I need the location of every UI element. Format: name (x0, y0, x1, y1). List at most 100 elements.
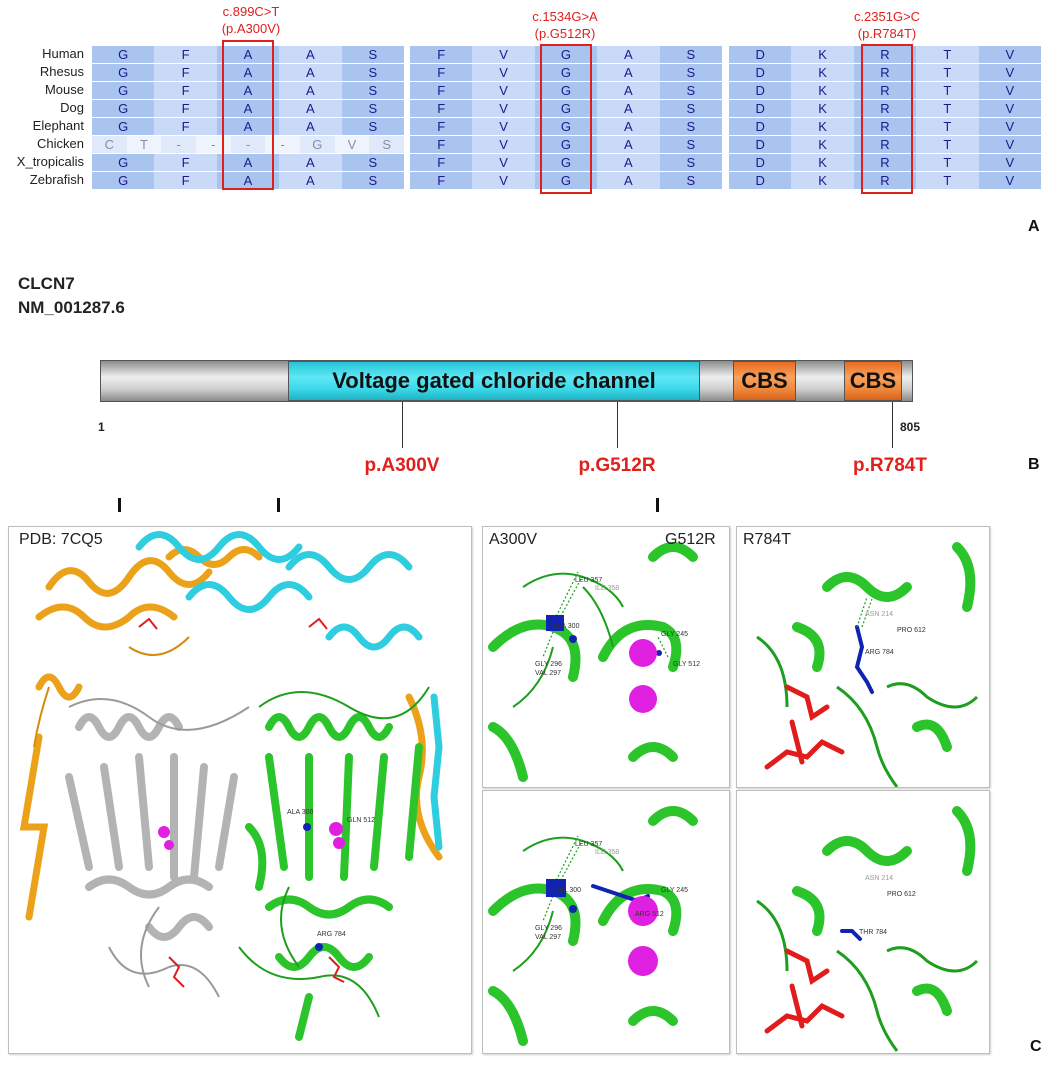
residue-cell: A (597, 46, 660, 63)
highlight-box-2 (540, 44, 592, 194)
residue-cell: D (729, 136, 792, 153)
alignment-panel: Human Rhesus Mouse Dog Elephant Chicken … (0, 0, 1052, 240)
residue-cell: F (154, 154, 217, 171)
residue-cell: G (534, 136, 598, 153)
variant-line-2 (617, 402, 618, 448)
residue-cell: A (597, 64, 660, 81)
residue-cell: G (534, 82, 598, 99)
residue-cell: G (534, 154, 598, 171)
species-label: Dog (60, 100, 84, 115)
residue-label: ALA 300 (553, 623, 580, 630)
marker-tick (277, 498, 280, 512)
residue-cell: V (472, 172, 535, 189)
mutation-label-1: c.899C>T(p.A300V) (221, 4, 281, 36)
residue-cell: S (341, 82, 404, 99)
residue-cell: D (729, 100, 792, 117)
residue-cell: D (729, 64, 792, 81)
species-label: Mouse (44, 82, 84, 97)
domain-panel: CLCN7 NM_001287.6 Voltage gated chloride… (0, 260, 1052, 490)
residue-cell: F (410, 154, 473, 171)
residue-cell: D (729, 46, 792, 63)
residue-cell: V (978, 118, 1041, 135)
residue-cell: G (300, 136, 335, 153)
residue-cell: F (154, 46, 217, 63)
residue-cell: G (92, 172, 155, 189)
residue-cell: T (916, 64, 979, 81)
highlight-box-3 (861, 44, 913, 194)
structure-panel: PDB: 7CQ5 (0, 490, 1052, 1069)
residue-cell: V (334, 136, 370, 153)
residue-cell: K (791, 82, 854, 99)
voltage-domain-label: Voltage gated chloride channel (332, 368, 656, 393)
residue-cell: R (853, 172, 917, 189)
residue-cell: K (791, 100, 854, 117)
mutation-label-3: c.2351G>C(p.R784T) (853, 9, 921, 41)
residue-cell: A (597, 172, 660, 189)
residue-cell: - (161, 136, 196, 153)
residue-cell: A (216, 172, 280, 189)
variant-label-3: p.R784T (853, 455, 927, 476)
residue-cell: V (472, 82, 535, 99)
residue-cell: A (279, 118, 342, 135)
residue-cell: F (154, 172, 217, 189)
residue-cell: D (729, 172, 792, 189)
residue-cell: R (853, 100, 917, 117)
residue-cell: G (92, 154, 155, 171)
zoom-label-g512r: G512R (665, 531, 716, 548)
voltage-domain (288, 361, 700, 401)
residue-label: ASN 214 (865, 611, 894, 618)
residue-cell: S (659, 172, 722, 189)
residue-cell: K (791, 64, 854, 81)
residue-cell: R (853, 118, 917, 135)
residue-cell: G (534, 64, 598, 81)
residue-label: LEU 357 (575, 577, 603, 584)
residue-cell: F (154, 100, 217, 117)
residue-cell: V (472, 64, 535, 81)
residue-label: ASN 214 (865, 875, 894, 882)
residue-cell: F (410, 136, 473, 153)
residue-label: GLY 296 (535, 925, 562, 932)
residue-cell: R (853, 64, 917, 81)
residue-cell: S (659, 100, 722, 117)
residue-cell: V (978, 136, 1041, 153)
residue-cell: S (659, 136, 722, 153)
residue-cell: T (916, 136, 979, 153)
residue-cell: V (978, 154, 1041, 171)
residue-label: PRO 612 (887, 891, 916, 898)
gene-name: CLCN7 (18, 274, 75, 293)
residue-cell: V (978, 172, 1041, 189)
residue-cell: T (916, 100, 979, 117)
residue-cell: K (791, 172, 854, 189)
residue-cell: F (410, 82, 473, 99)
residue-cell: V (472, 136, 535, 153)
panel-letter-c: C (1030, 1038, 1042, 1055)
residue-cell: R (853, 82, 917, 99)
residue-cell: F (410, 64, 473, 81)
residue-cell: A (216, 64, 280, 81)
residue-label: VAL 297 (535, 670, 562, 677)
residue-cell: G (534, 118, 598, 135)
residue-cell: A (216, 46, 280, 63)
residue-cell: G (92, 82, 155, 99)
species-label: X_tropicalis (16, 154, 84, 169)
residue-cell: S (659, 46, 722, 63)
residue-cell: S (341, 64, 404, 81)
residue-cell: G (92, 118, 155, 135)
residue-cell: A (279, 154, 342, 171)
cbs-label-1: CBS (741, 368, 788, 393)
residue-cell: D (729, 82, 792, 99)
panel-letter-a: A (1028, 218, 1040, 235)
residue-cell: S (341, 172, 404, 189)
